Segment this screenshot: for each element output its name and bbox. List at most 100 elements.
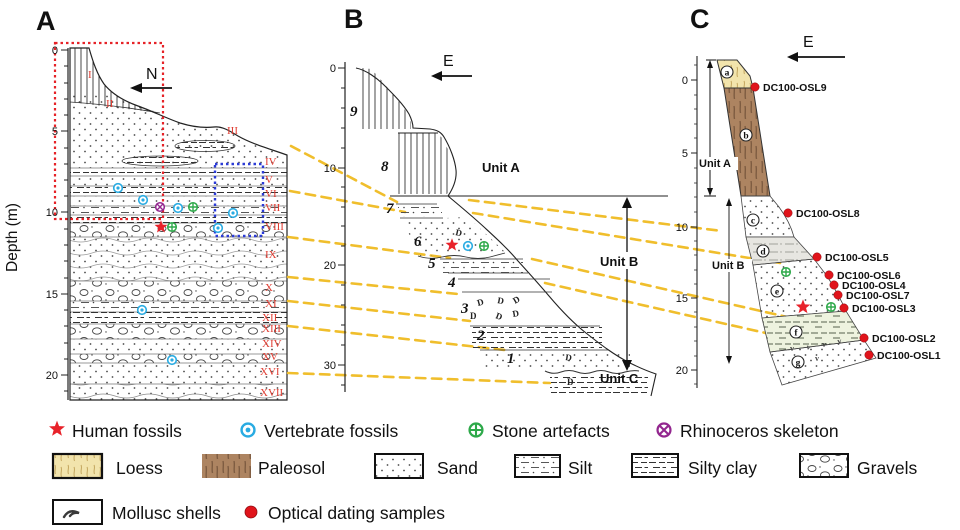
vertebrate-fossil-icon [227,207,239,219]
mollusc-shell-glyph: D [567,377,574,387]
layer-label: VIII [265,221,284,233]
stratum-band [70,168,287,176]
osl-sample: DC100-OSL7 [833,290,910,302]
mollusc-shell-glyph: D [470,311,477,321]
depth-axis-label: Depth (m) [4,203,21,272]
vertebrate-fossil-icon [136,304,148,316]
arrow-head-up [707,60,713,68]
mollusc-shell-glyph: D [476,296,485,307]
layer-8-loess [398,133,453,194]
east-arrow-head [431,71,442,81]
legend-label: Silt [568,458,592,478]
tick-label: 10 [46,207,58,219]
east-label: E [443,53,454,70]
stratum-band [70,237,287,281]
shell-v-glyph: v [790,344,794,353]
mollusc-shell-icon [62,510,80,519]
layer-number: 4 [447,275,456,291]
layer-label: XVII [260,387,284,399]
mollusc-shell-glyph: D [455,227,464,238]
layer-boundary [440,258,528,274]
panel-a-letter: A [36,6,56,36]
panel-c-letter: C [690,4,710,34]
stratum-band [70,176,287,186]
arrow-head-up [726,198,732,206]
osl-label: DC100-OSL4 [842,280,906,292]
paleosol-swatch [202,454,251,478]
legend-label: Loess [116,458,163,478]
unit-a-arrow-c: Unit A [698,59,738,197]
osl-dot-icon [833,290,843,300]
layer-letter-text: g [796,359,801,369]
minor-ticks [64,65,68,392]
east-arrow-c: E [787,34,845,62]
correlation-line [289,144,399,204]
stone-artefact-icon [166,221,178,233]
layer-number: 5 [428,256,436,272]
layer-letter-text: b [743,132,748,142]
mollusc-shell-glyph: D [497,295,506,306]
sediment-lens [121,155,199,167]
red-dotted-box [53,41,165,221]
stratum-band [70,312,287,324]
layer-label: VII [265,202,281,214]
tick-label: 20 [676,365,688,377]
tick-label: 5 [682,148,688,160]
osl-label: DC100-OSL3 [852,303,916,315]
mollusc-shell-glyph: D [494,310,504,322]
mollusc-shell-glyph: D [511,294,522,306]
unit-b-arrow: Unit B [596,197,660,371]
stratum-band [70,384,287,400]
tick-label: 0 [330,63,336,75]
osl-label: DC100-OSL8 [796,208,860,220]
tick-label: 10 [324,163,336,175]
legend-label: Mollusc shells [112,503,221,523]
layer-number: 8 [381,159,389,175]
correlation-line [530,257,798,321]
layer-boundary [470,325,608,351]
osl-sample: DC100-OSL8 [783,208,860,220]
east-label: E [803,34,814,51]
label-backing [596,252,660,269]
panel-c-layer-letters: a b c d e f g [720,65,805,369]
osl-sample: DC100-OSL9 [750,82,827,94]
north-arrow: N [130,66,172,93]
major-ticks [61,49,68,376]
panel-b-letter: B [344,4,364,34]
human-fossil-star-icon [49,420,65,436]
vertebrate-fossil-icon [166,354,178,366]
layer-label: VI [265,188,277,200]
osl-dot-icon [783,208,793,218]
stratum-band [70,324,287,339]
vertebrate-fossil-icon [462,240,474,252]
legend-label: Sand [437,458,478,478]
layer-2 [472,326,602,350]
stratum-band [70,223,287,237]
shell-v-glyph: v [837,336,843,346]
tick-label: 15 [46,289,58,301]
osl-sample: DC100-OSL5 [812,252,889,264]
layer-label: V [265,174,273,186]
shell-v-glyph: v [815,354,819,363]
mollusc-shell-glyph: D [512,308,521,319]
correlation-line [543,281,803,343]
legend: Human fossils Vertebrate fossils Stone a… [49,420,918,525]
east-arrow-b: E [431,53,472,81]
legend-label: Silty clay [688,458,757,478]
stratum-band [70,281,287,301]
sediment-lens [174,140,236,152]
layer-label: XVI [260,366,280,378]
sand-swatch [374,453,424,479]
tick-label: 10 [676,222,688,234]
panel-a-depth-axis: 0 5 10 15 20 Depth (m) [4,45,69,400]
layer-b-paleosol [723,87,771,197]
layer-number: 3 [460,301,469,317]
minor-ticks [341,87,345,386]
osl-dot-icon [839,303,849,313]
layer-label: IX [265,249,277,261]
legend-label: Paleosol [258,458,325,478]
section-outline [69,47,288,401]
layer-7 [398,205,442,217]
